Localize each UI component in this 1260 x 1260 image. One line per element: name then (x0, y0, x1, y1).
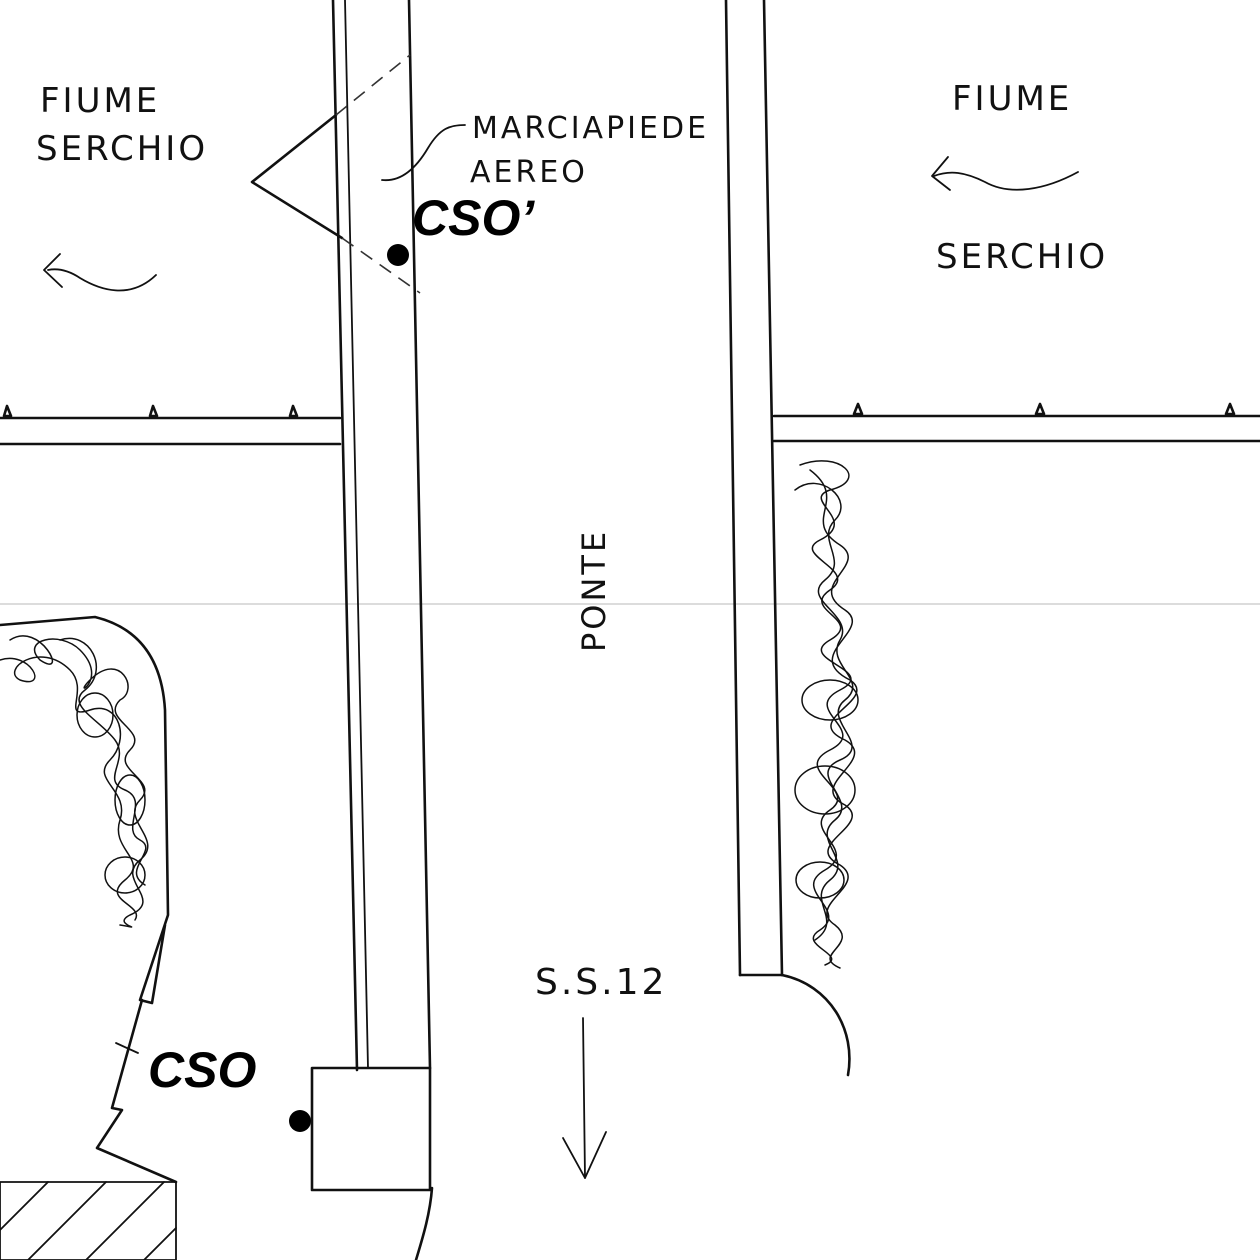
cso-top-label: CSO’ (412, 190, 535, 246)
river-left-label-2: SERCHIO (36, 129, 208, 169)
left-building-outline (0, 615, 178, 1260)
river-right-label-1: FIUME (952, 79, 1072, 119)
curved-left-arrow-icon (931, 156, 1079, 191)
river-left-label-1: FIUME (40, 81, 160, 121)
walkway-label-1: MARCIAPIEDE (472, 111, 709, 146)
walkway-pointer (381, 124, 466, 182)
river-right-label-2: SERCHIO (936, 237, 1108, 277)
hedge-scribble-left (0, 635, 149, 928)
bridge-right-edge (724, 0, 851, 1077)
walkway-label-2: AEREO (470, 155, 588, 190)
bridge-label: PONTE (575, 529, 613, 652)
cso-top-point (387, 244, 409, 266)
cso-bottom-label: CSO (148, 1042, 256, 1098)
right-embankment (772, 402, 1260, 443)
curved-left-arrow-icon (43, 253, 157, 292)
aerial-walkway (250, 0, 434, 1260)
cso-bottom-point (289, 1110, 311, 1132)
left-embankment (0, 404, 342, 446)
down-arrow-icon (562, 1017, 607, 1179)
road-label: S.S.12 (535, 962, 667, 1003)
hedge-scribble-right (794, 460, 859, 969)
